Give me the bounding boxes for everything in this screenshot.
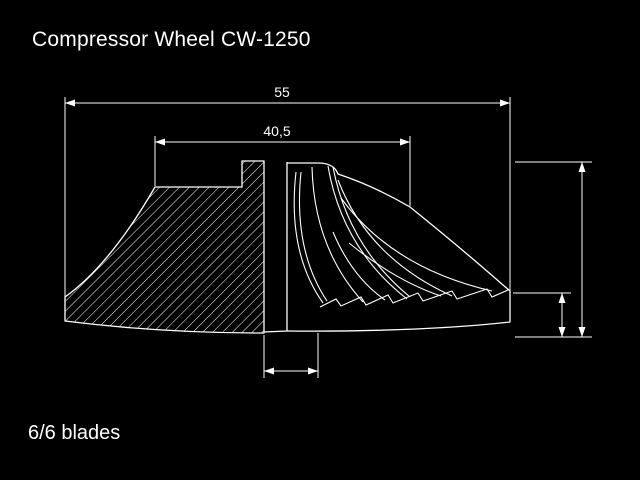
dimension-hub-bottom bbox=[263, 333, 319, 378]
dimension-height-outer bbox=[515, 161, 592, 338]
dimension-label-total-width: 55 bbox=[274, 84, 290, 100]
blade-curve bbox=[327, 165, 408, 300]
blade-curve bbox=[298, 171, 328, 302]
blade-curve bbox=[337, 179, 453, 297]
blade-count-note: 6/6 blades bbox=[28, 422, 121, 444]
hub-section-outline bbox=[64, 160, 265, 334]
dimension-inner-width: 40,5 bbox=[154, 123, 411, 206]
wheel-blades bbox=[263, 162, 511, 333]
dimension-overall-width: 55 bbox=[64, 84, 511, 297]
drawing-title: Compressor Wheel CW-1250 bbox=[32, 28, 311, 51]
blade-curve bbox=[332, 166, 411, 298]
serrated-trailing-edge bbox=[319, 288, 509, 308]
wheel-section-hatched bbox=[64, 160, 288, 334]
hub-bottom-edge bbox=[263, 330, 288, 333]
splitter-blade-curve bbox=[332, 231, 386, 301]
blade-silhouette bbox=[286, 162, 511, 332]
blade-curve bbox=[311, 166, 364, 303]
blade-curve bbox=[340, 197, 493, 292]
blade-curve bbox=[293, 171, 324, 304]
splitter-blade-curve bbox=[348, 242, 442, 297]
dimension-height-rim bbox=[513, 292, 571, 337]
dimension-label-inner-width: 40,5 bbox=[263, 123, 290, 139]
